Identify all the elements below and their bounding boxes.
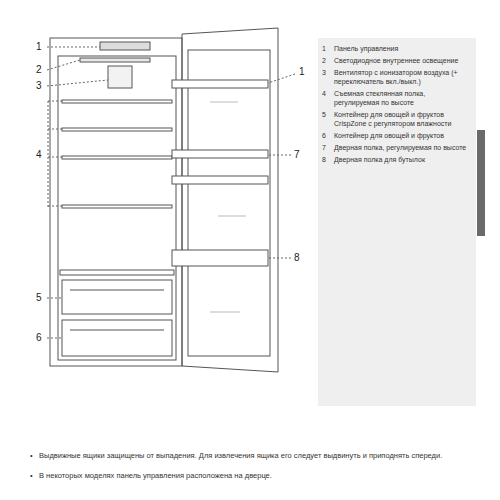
item-number: 3: [322, 68, 334, 86]
crisper-cover: [60, 270, 174, 275]
item-number: 6: [322, 131, 334, 140]
leader-line: [48, 206, 62, 207]
cabinet-interior: [58, 56, 176, 360]
item-text: Дверная полка для бутылок: [334, 155, 470, 164]
door-mark: [210, 312, 240, 313]
door-mark: [218, 216, 246, 217]
callout-number: 3: [36, 81, 42, 91]
door-liner: [188, 50, 270, 356]
glass-shelf: [62, 128, 172, 131]
legend-row: 3Вентилятор с ионизатором воздуха (+ пер…: [322, 68, 470, 86]
bullet: •: [30, 471, 39, 481]
leader-line: [268, 155, 291, 156]
bullet: •: [30, 451, 39, 461]
note-row: •В некоторых моделях панель управления р…: [30, 471, 480, 481]
item-text: Контейнер для овощей и фруктов: [334, 131, 470, 140]
leader-line: [47, 60, 80, 70]
item-number: 8: [322, 155, 334, 164]
note-text: Выдвижные ящики защищены от выпадения. Д…: [39, 451, 480, 461]
legend-row: 6Контейнер для овощей и фруктов: [322, 131, 470, 140]
legend-row: 4Съемная стеклянная полка, регулируемая …: [322, 89, 470, 107]
glass-shelf: [62, 100, 172, 103]
callout-number: 1: [36, 42, 42, 52]
side-tab: [477, 130, 485, 236]
glass-shelf: [62, 156, 172, 159]
fan-ionizer: [108, 66, 132, 88]
leader-line: [47, 298, 62, 299]
leader-line: [268, 258, 291, 259]
glass-shelf: [62, 205, 172, 208]
door-shelf: [172, 176, 268, 184]
leader-line: [48, 157, 62, 158]
callout-number: 7: [294, 150, 300, 160]
door-shelf: [172, 80, 268, 88]
crisper-drawer: [62, 280, 172, 314]
door-shelf: [172, 150, 268, 158]
legend-row: 5Контейнер для овощей и фруктов CrispZon…: [322, 110, 470, 128]
drawer-edge: [70, 330, 164, 331]
note-row: •Выдвижные ящики защищены от выпадения. …: [30, 451, 480, 461]
item-text: Контейнер для овощей и фруктов CrispZone…: [334, 110, 470, 128]
bracket-line: [48, 101, 49, 207]
legend-row: 2Светодиодное внутреннее освещение: [322, 56, 470, 65]
item-text: Вентилятор с ионизатором воздуха (+ пере…: [334, 68, 470, 86]
item-text: Съемная стеклянная полка, регулируемая п…: [334, 89, 470, 107]
item-number: 2: [322, 56, 334, 65]
legend-list: 1Панель управления2Светодиодное внутренн…: [322, 44, 470, 167]
item-text: Панель управления: [334, 44, 470, 53]
control-panel: [100, 42, 150, 50]
item-number: 7: [322, 143, 334, 152]
leader-line: [47, 338, 62, 339]
door-mark: [210, 102, 238, 103]
legend-row: 8Дверная полка для бутылок: [322, 155, 470, 164]
bottle-shelf: [172, 250, 268, 266]
led-light: [80, 58, 150, 62]
item-number: 4: [322, 89, 334, 107]
drawer-edge: [70, 290, 164, 291]
item-number: 5: [322, 110, 334, 128]
leader-line: [268, 74, 295, 83]
legend-row: 7Дверная полка, регулируемая по высоте: [322, 143, 470, 152]
crisper-drawer: [62, 320, 172, 356]
note-text: В некоторых моделях панель управления ра…: [39, 471, 480, 481]
callout-number: 4: [36, 150, 42, 160]
callout-number: 6: [36, 333, 42, 343]
callout-number: 2: [36, 65, 42, 75]
callout-number: 5: [36, 293, 42, 303]
leader-line: [48, 101, 62, 102]
item-text: Светодиодное внутреннее освещение: [334, 56, 470, 65]
leader-line: [47, 80, 108, 86]
leader-line: [48, 129, 62, 130]
callout-number: 8: [294, 253, 300, 263]
legend-row: 1Панель управления: [322, 44, 470, 53]
item-text: Дверная полка, регулируемая по высоте: [334, 143, 470, 152]
callout-number: 1: [299, 67, 305, 77]
cabinet-outline: [50, 38, 182, 366]
legend-panel: [318, 38, 476, 406]
item-number: 1: [322, 44, 334, 53]
leader-line: [47, 47, 100, 48]
